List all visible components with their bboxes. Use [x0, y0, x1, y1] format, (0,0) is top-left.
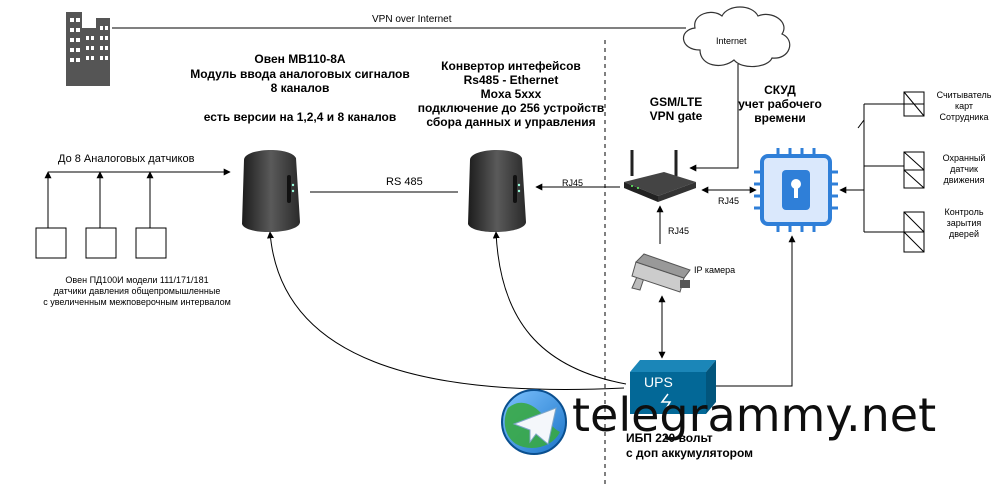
- sensor-1-box: [35, 227, 67, 259]
- sensor-3-box: [135, 227, 167, 259]
- reader-1-box: [903, 91, 925, 117]
- sensor-2-box: [85, 227, 117, 259]
- gsm-router-device: [624, 150, 696, 202]
- rj45-moxa-label: RJ45: [562, 178, 584, 188]
- skud-controller-device: [754, 148, 838, 232]
- skud-title: СКУД: [764, 83, 796, 97]
- moxa-capacity: подключение до 256 устройств: [417, 101, 605, 115]
- internet-label: Internet: [716, 36, 747, 46]
- gsm-subtitle: VPN gate: [649, 109, 703, 123]
- ups-desc-1: ИБП 220 вольт: [626, 431, 713, 445]
- reader-2-label-3: движения: [943, 175, 985, 185]
- moxa-purpose: сбора данных и управления: [426, 115, 596, 129]
- ups-device: [630, 360, 716, 414]
- reader-3-label-3: дверей: [949, 229, 979, 239]
- reader-1-label-2: карт: [954, 101, 974, 111]
- moxa-title: Конвертор интефейсов: [441, 59, 581, 73]
- reader-3-label-1: Контроль: [944, 207, 984, 217]
- moxa-converter-device: [468, 149, 526, 233]
- cloud-to-router-link: [689, 64, 739, 172]
- reader-3-box: [903, 211, 925, 253]
- ip-camera-icon: [631, 253, 691, 293]
- telegram-globe-logo: [501, 389, 567, 455]
- sensor-desc-1: Овен ПД100И модели 111/171/181: [65, 275, 209, 285]
- moxa-model: Moxa 5xxx: [480, 87, 542, 101]
- sensors-label: До 8 Аналоговых датчиков: [58, 153, 195, 165]
- rs485-label: RS 485: [386, 176, 423, 188]
- reader-3-label-2: зарытия: [946, 218, 982, 228]
- skud-subtitle-2: времени: [754, 111, 806, 125]
- building-icon: [66, 12, 110, 86]
- owen-subtitle: Модуль ввода аналоговых сигналов: [190, 67, 410, 81]
- owen-channels: 8 каналов: [270, 81, 330, 95]
- owen-module-device: [242, 149, 300, 233]
- bus-tick: [857, 119, 865, 129]
- ups-skud-link: [716, 235, 796, 387]
- sensor-desc-3: с увеличенным межповерочным интервалом: [43, 297, 231, 307]
- gsm-title: GSM/LTE: [649, 95, 703, 109]
- ups-label: UPS: [644, 374, 673, 390]
- owen-versions: есть версии на 1,2,4 и 8 каналов: [203, 110, 397, 124]
- reader-1-label-3: Сотрудника: [939, 112, 989, 122]
- reader-2-label-1: Охранный: [942, 153, 986, 163]
- skud-subtitle: учет рабочего: [738, 97, 822, 111]
- ups-desc-2: с доп аккумулятором: [626, 446, 754, 460]
- camera-label: IP камера: [694, 265, 736, 275]
- sensor-desc-2: датчики давления общепромышленные: [53, 286, 221, 296]
- reader-2-label-2: датчик: [950, 164, 978, 174]
- reader-1-label-1: Считыватель: [936, 90, 992, 100]
- ups-moxa-link: [492, 231, 627, 385]
- rj45-skud-label: RJ45: [718, 196, 740, 206]
- reader-2-box: [903, 151, 925, 189]
- moxa-interfaces: Rs485 - Ethernet: [463, 73, 559, 87]
- internet-cloud: [683, 6, 791, 68]
- ups-owen-link: [267, 231, 625, 391]
- owen-title: Овен МВ110-8А: [254, 52, 346, 66]
- vpn-label: VPN over Internet: [372, 14, 452, 25]
- watermark-text: telegrammy.net: [572, 388, 937, 442]
- rj45-camera-label: RJ45: [668, 226, 690, 236]
